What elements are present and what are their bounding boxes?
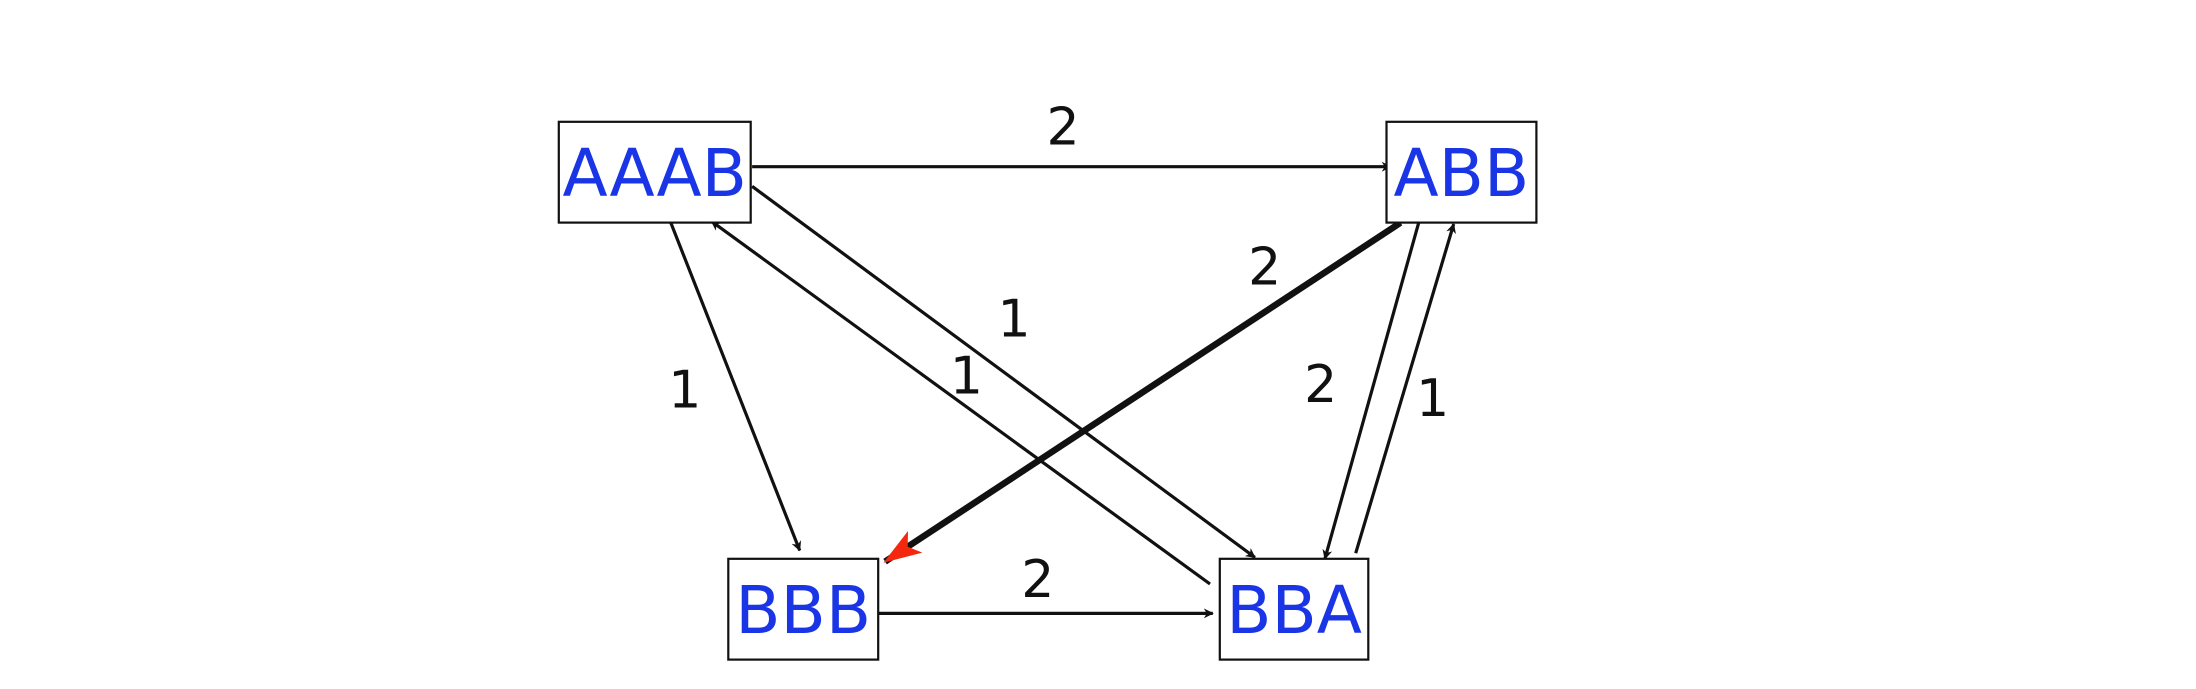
edge-aaab-abb: 2 xyxy=(752,97,1392,172)
edge-arrow-bba-abb xyxy=(1354,223,1456,554)
edge-abb-bbb: 2 xyxy=(883,219,1403,565)
edge-label-aaab-abb: 2 xyxy=(1046,97,1079,157)
edge-bba-abb: 1 xyxy=(1354,223,1456,554)
node-bbb: BBB xyxy=(727,557,880,661)
edge-abb-bba: 2 xyxy=(1304,222,1421,560)
node-aaab: AAAB xyxy=(557,120,752,224)
nodes-layer: AAAB ABB BBB BBA xyxy=(557,120,1538,661)
edge-arrow-bba-aaab xyxy=(710,220,1211,586)
node-box-bbb xyxy=(727,557,880,661)
node-label-aaab: AAAB xyxy=(562,135,746,212)
edge-aaab-bbb: 1 xyxy=(668,222,802,552)
edge-arrow-aaab-bbb xyxy=(669,222,802,552)
edge-label-aaab-bbb: 1 xyxy=(668,361,701,421)
edge-arrow-abb-bba xyxy=(1322,222,1421,560)
edge-aaab-bba: 1 xyxy=(751,185,1256,559)
edge-label-bbb-bba: 2 xyxy=(1021,550,1054,610)
node-box-bba xyxy=(1218,557,1370,661)
edge-arrow-aaab-bba xyxy=(751,185,1256,559)
edge-label-aaab-bba: 1 xyxy=(997,289,1030,349)
node-box-abb xyxy=(1385,120,1538,224)
edge-label-bba-abb: 1 xyxy=(1416,369,1449,429)
node-abb: ABB xyxy=(1385,120,1538,224)
node-box-aaab xyxy=(557,120,752,224)
edge-bba-aaab: 1 xyxy=(710,220,1211,586)
node-label-bbb: BBB xyxy=(735,572,871,649)
edge-label-abb-bba: 2 xyxy=(1304,355,1337,415)
edge-bbb-bba: 2 xyxy=(878,550,1214,619)
node-label-bba: BBA xyxy=(1226,572,1362,649)
edge-label-abb-bbb: 2 xyxy=(1248,238,1281,298)
edge-arrow-abb-bbb xyxy=(883,219,1403,565)
node-bba: BBA xyxy=(1218,557,1370,661)
edge-label-bba-aaab: 1 xyxy=(950,347,983,407)
node-label-abb: ABB xyxy=(1394,135,1530,212)
